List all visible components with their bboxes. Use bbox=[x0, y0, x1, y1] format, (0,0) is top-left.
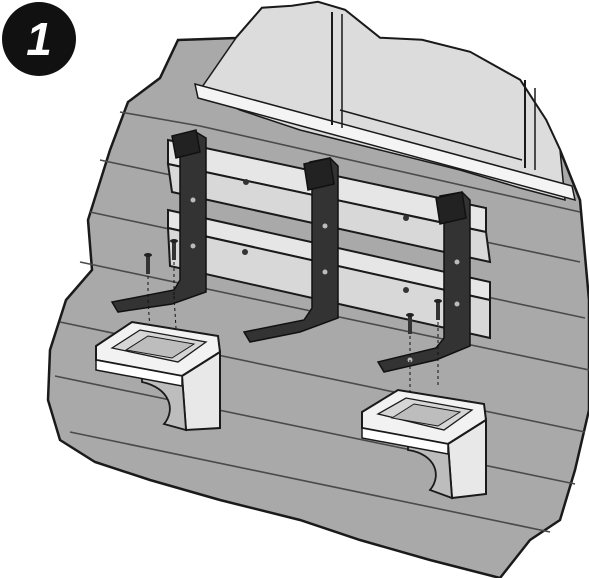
bracket-left bbox=[110, 129, 207, 313]
bracket-middle-hook bbox=[303, 157, 335, 191]
brackets bbox=[110, 129, 471, 373]
screw-left-a bbox=[144, 253, 152, 300]
screw-hole bbox=[242, 249, 248, 255]
support-left-front bbox=[95, 359, 183, 387]
bracket-middle-body bbox=[242, 157, 339, 343]
bracket-right-hook bbox=[435, 191, 467, 225]
support-right-curve bbox=[407, 439, 454, 500]
screw-hole bbox=[190, 197, 196, 203]
screw-hole bbox=[243, 179, 249, 185]
siding-line bbox=[69, 431, 551, 533]
bracket-left-body bbox=[110, 131, 207, 313]
planter-support-left bbox=[95, 320, 222, 432]
screw-hole bbox=[322, 223, 328, 229]
screw-hole bbox=[322, 269, 328, 275]
bracket-right-body bbox=[376, 191, 471, 373]
screw-hole bbox=[190, 243, 196, 249]
screw-hole bbox=[403, 215, 409, 221]
planter-supports bbox=[95, 320, 488, 500]
planter-support-right bbox=[361, 388, 488, 500]
screw-hole bbox=[403, 287, 409, 293]
bracket-middle bbox=[242, 157, 339, 343]
window-sill bbox=[194, 82, 576, 202]
board-screw-holes bbox=[242, 179, 409, 293]
black-circle-icon bbox=[2, 2, 76, 76]
support-right-slot bbox=[390, 403, 462, 427]
screw-right-b bbox=[434, 299, 442, 388]
support-right-front bbox=[361, 427, 449, 455]
step-number: 1 bbox=[26, 13, 52, 65]
bracket-right bbox=[376, 191, 471, 373]
step-badge: 1 bbox=[0, 0, 78, 78]
siding-line bbox=[54, 375, 576, 485]
screw-right-a bbox=[406, 313, 414, 392]
support-left-curve bbox=[141, 371, 187, 432]
screw-left-b bbox=[170, 239, 178, 296]
bracket-left-hook bbox=[171, 129, 201, 159]
window-ledge-line bbox=[339, 109, 523, 161]
siding-line bbox=[119, 111, 581, 213]
support-left-slot bbox=[124, 335, 196, 359]
screw-hole bbox=[454, 259, 460, 265]
screw-hole bbox=[454, 301, 460, 307]
